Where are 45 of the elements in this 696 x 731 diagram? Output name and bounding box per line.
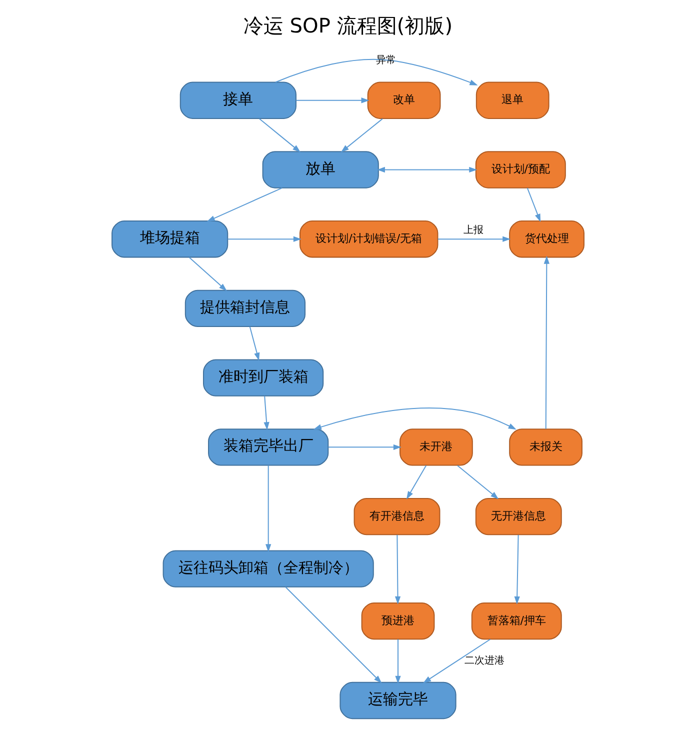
arrow: [206, 187, 282, 222]
arrow: [266, 465, 272, 552]
node-box: 堆场提箱: [112, 220, 228, 258]
arrow: [514, 534, 520, 604]
arrow: [422, 638, 491, 684]
node-box: 设计划/计划错误/无箱: [300, 220, 438, 258]
node-box: 预进港: [361, 602, 435, 640]
node-box: 无开港信息: [475, 498, 562, 536]
node-box: 设计划/预配: [475, 151, 566, 188]
node-box: 未开港: [400, 428, 473, 466]
node-box: 改单: [367, 82, 441, 119]
arrow: [406, 465, 427, 500]
diagram-title: 冷运 SOP 流程图(初版): [243, 14, 453, 38]
node-box: 运输完毕: [340, 682, 456, 720]
arrow: [259, 118, 301, 152]
arrow: [328, 444, 402, 450]
arrow: [264, 396, 270, 430]
node-box: 准时到厂装箱: [203, 359, 324, 396]
arrow: [296, 98, 370, 104]
arrow: [438, 236, 511, 242]
edge-label: 上报: [464, 225, 484, 236]
node-box: 提供箱封信息: [184, 290, 306, 328]
node-box: 放单: [262, 151, 379, 188]
arrow: [313, 408, 516, 430]
arrow: [395, 639, 401, 684]
arrow: [228, 236, 302, 242]
node-box: 未报关: [509, 428, 582, 466]
node-box: 退单: [476, 82, 550, 119]
arrow: [249, 326, 260, 361]
arrow: [526, 188, 541, 222]
arrow: [544, 256, 550, 429]
arrow: [188, 257, 227, 292]
arrow: [457, 465, 499, 500]
node-box: 暂落箱/押车: [471, 602, 562, 640]
arrow: [340, 118, 383, 152]
edge-label: 二次进港: [464, 655, 504, 666]
node-box: 有开港信息: [354, 498, 440, 536]
node-box: 运往码头卸箱（全程制冷）: [162, 550, 374, 588]
node-box: 货代处理: [509, 220, 584, 258]
arrow: [376, 166, 478, 173]
node-box: 装箱完毕出厂: [208, 428, 329, 466]
node-box: 接单: [180, 82, 296, 119]
arrow: [275, 58, 478, 86]
arrow: [394, 534, 401, 604]
arrow: [285, 586, 382, 684]
